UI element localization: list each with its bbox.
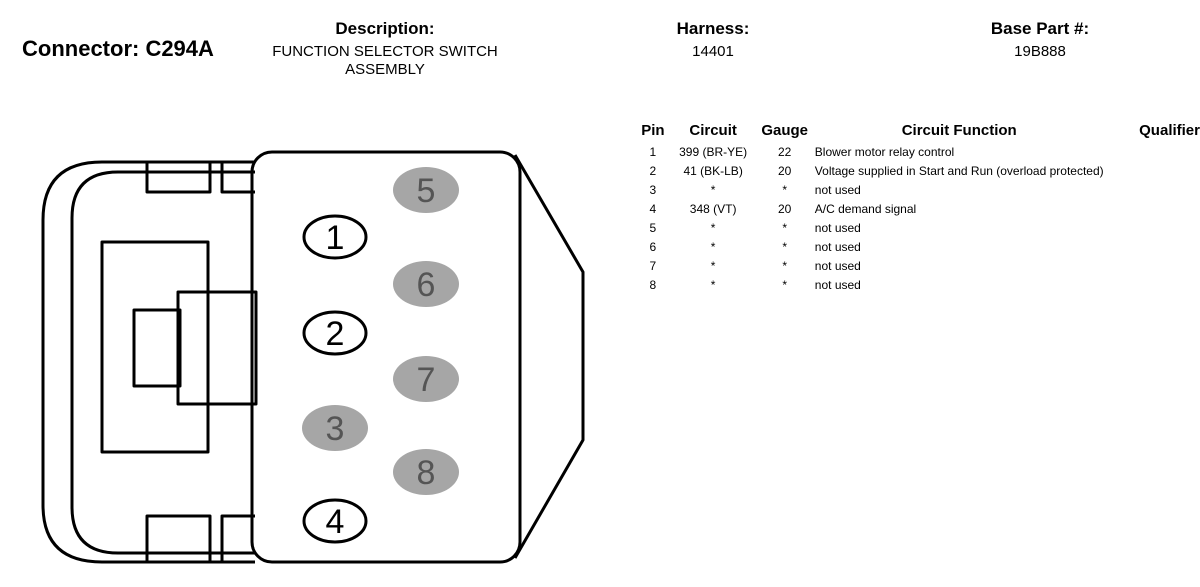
bottom-latch-tab-right <box>220 514 255 562</box>
pin-2-cavity <box>302 310 368 356</box>
latch-bar <box>176 290 258 406</box>
description-line-1: FUNCTION SELECTOR SWITCH <box>272 43 498 60</box>
pinout-table-body: 1 399 (BR-YE) 22 Blower motor relay control… <box>638 142 1200 294</box>
latch-slot <box>132 308 182 388</box>
table-header-row: Pin Circuit Gauge Circuit Function Quali… <box>638 118 1200 142</box>
connector-body <box>250 150 522 564</box>
cell-qualifier <box>1104 275 1200 294</box>
pinout-table: Pin Circuit Gauge Circuit Function Quali… <box>638 118 1200 294</box>
pin-3-cavity <box>302 405 368 451</box>
cell-function: Blower motor relay control <box>814 144 955 159</box>
cell-function: not used <box>814 220 861 235</box>
pin-4-label: 4 <box>326 503 345 541</box>
cell-pin: 3 <box>649 182 657 197</box>
table-row: 1 399 (BR-YE) 22 Blower motor relay control <box>638 142 1200 161</box>
cell-pin: 4 <box>649 201 657 216</box>
connector-title: Connector: C294A <box>22 36 214 61</box>
pin-2-label: 2 <box>326 315 345 353</box>
base-part-value: 19B888 <box>1014 43 1066 60</box>
table-row: 6 * * not used <box>638 237 1200 256</box>
table-row: 4 348 (VT) 20 A/C demand signal <box>638 199 1200 218</box>
cell-circuit: 399 (BR-YE) <box>679 144 748 159</box>
base-part-block: Base Part #: 19B888 <box>960 19 1120 61</box>
cell-qualifier <box>1104 237 1200 256</box>
cell-qualifier <box>1104 142 1200 161</box>
cell-gauge: * <box>782 277 787 292</box>
description-line-2: ASSEMBLY <box>345 61 425 78</box>
cell-circuit: * <box>710 220 716 235</box>
cell-function: Voltage supplied in Start and Run (overl… <box>814 163 1104 178</box>
col-header-pin: Pin <box>641 121 665 139</box>
top-latch-tab-right <box>220 162 255 194</box>
cell-pin: 2 <box>649 163 657 178</box>
description-value: FUNCTION SELECTOR SWITCH ASSEMBLY <box>255 43 515 79</box>
connector-face-diagram: 1 2 3 4 5 6 7 8 <box>41 150 585 564</box>
cell-function: not used <box>814 182 861 197</box>
pin-5-cavity <box>393 167 459 213</box>
cell-pin: 1 <box>649 144 657 159</box>
outer-shroud <box>41 160 255 564</box>
connector-outline <box>41 150 585 564</box>
pin-8-cavity <box>393 449 459 495</box>
pin-8-label: 8 <box>417 454 436 492</box>
pin-6-cavity <box>393 261 459 307</box>
cell-circuit: 41 (BK-LB) <box>683 163 743 178</box>
pin-1-cavity <box>302 214 368 260</box>
cell-qualifier <box>1104 218 1200 237</box>
connector-taper <box>513 154 585 559</box>
cell-pin: 8 <box>649 277 657 292</box>
harness-block: Harness: 14401 <box>653 19 773 61</box>
cell-circuit: * <box>710 258 716 273</box>
cell-function: not used <box>814 258 861 273</box>
cell-circuit: * <box>710 239 716 254</box>
cell-function: A/C demand signal <box>814 201 917 216</box>
cell-circuit: * <box>710 182 716 197</box>
col-header-gauge: Gauge <box>761 121 808 139</box>
cell-circuit: * <box>710 277 716 292</box>
cell-pin: 7 <box>649 258 657 273</box>
cell-function: not used <box>814 277 861 292</box>
cell-qualifier <box>1104 199 1200 218</box>
table-row: 8 * * not used <box>638 275 1200 294</box>
col-header-circuit-function: Circuit Function <box>901 121 1017 139</box>
pin-group: 1 2 3 4 5 6 7 8 <box>302 167 459 544</box>
cell-qualifier <box>1104 256 1200 275</box>
description-block: Description: FUNCTION SELECTOR SWITCH AS… <box>255 19 515 79</box>
table-row: 7 * * not used <box>638 256 1200 275</box>
pin-7-cavity <box>393 356 459 402</box>
inner-shroud <box>70 170 255 555</box>
bottom-latch-tab-left <box>145 514 212 562</box>
pin-1-label: 1 <box>326 219 345 257</box>
pin-3-label: 3 <box>326 410 345 448</box>
pin-6-label: 6 <box>417 266 436 304</box>
top-latch-tab-left <box>145 162 212 194</box>
cell-gauge: * <box>782 239 787 254</box>
table-row: 3 * * not used <box>638 180 1200 199</box>
cell-pin: 6 <box>649 239 657 254</box>
cell-qualifier <box>1104 161 1200 180</box>
col-header-circuit: Circuit <box>689 121 737 139</box>
pin-7-label: 7 <box>417 361 436 399</box>
cell-circuit: 348 (VT) <box>689 201 737 216</box>
cell-qualifier <box>1104 180 1200 199</box>
table-row: 2 41 (BK-LB) 20 Voltage supplied in Start a… <box>638 161 1200 180</box>
pin-5-label: 5 <box>417 172 436 210</box>
cell-pin: 5 <box>649 220 657 235</box>
cell-gauge: 22 <box>777 144 792 159</box>
cell-gauge: * <box>782 182 787 197</box>
harness-value: 14401 <box>692 43 734 60</box>
pin-4-cavity <box>302 498 368 544</box>
cell-gauge: * <box>782 258 787 273</box>
cell-gauge: * <box>782 220 787 235</box>
table-row: 5 * * not used <box>638 218 1200 237</box>
col-header-qualifier: Qualifier <box>1139 121 1200 139</box>
latch-housing <box>100 240 210 454</box>
cell-gauge: 20 <box>777 201 792 216</box>
description-label: Description: <box>335 19 435 38</box>
cell-gauge: 20 <box>777 163 792 178</box>
cell-function: not used <box>814 239 861 254</box>
base-part-label: Base Part #: <box>990 19 1090 38</box>
harness-label: Harness: <box>676 19 750 38</box>
